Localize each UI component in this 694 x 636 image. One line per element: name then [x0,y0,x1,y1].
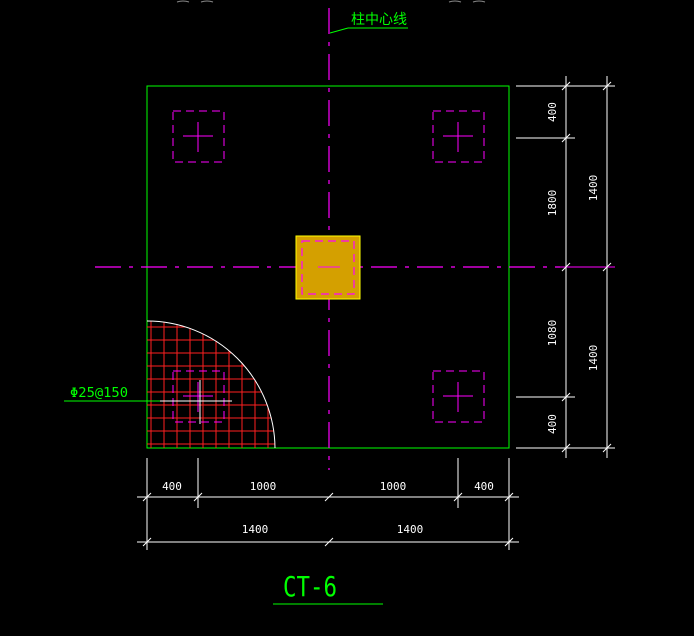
pile-top-left [172,110,225,163]
rebar-label: Φ25@150 [70,386,128,401]
right-dimension-texts-outer: 1400 1400 [587,175,600,372]
dim-right-total-2: 1400 [587,345,600,372]
dim-bottom-2: 1000 [250,480,277,493]
pile-top-right [432,110,485,163]
dim-right-total-1: 1400 [587,175,600,202]
dim-bottom-1: 400 [162,480,182,493]
rebar-arc-boundary [146,320,276,449]
bottom-dimension-lines [137,458,519,550]
right-dimension-texts-inner: 400 1800 1080 400 [546,102,559,434]
pile-bottom-right [432,370,485,423]
dim-right-3: 1080 [546,320,559,347]
right-dimension-lines [516,76,615,458]
dim-right-1: 400 [546,102,559,122]
dim-right-4: 400 [546,414,559,434]
pile-bottom-left [172,370,225,423]
dim-bottom-3: 1000 [380,480,407,493]
rebar-leader [64,380,232,424]
dim-right-2: 1800 [546,190,559,217]
dim-bottom-total-2: 1400 [397,523,424,536]
top-cutoff-marks [176,0,486,3]
dim-bottom-4: 400 [474,480,494,493]
centerline-leader-label: 柱中心线 [351,12,407,28]
dim-bottom-total-1: 1400 [242,523,269,536]
drawing-title: CT-6 [283,570,337,603]
bottom-dimension-texts-row1: 400 1000 1000 400 [162,480,494,493]
column-inner-dashed [301,240,355,295]
bottom-dimension-texts-row2: 1400 1400 [242,523,424,536]
centerline-leader [329,27,408,34]
